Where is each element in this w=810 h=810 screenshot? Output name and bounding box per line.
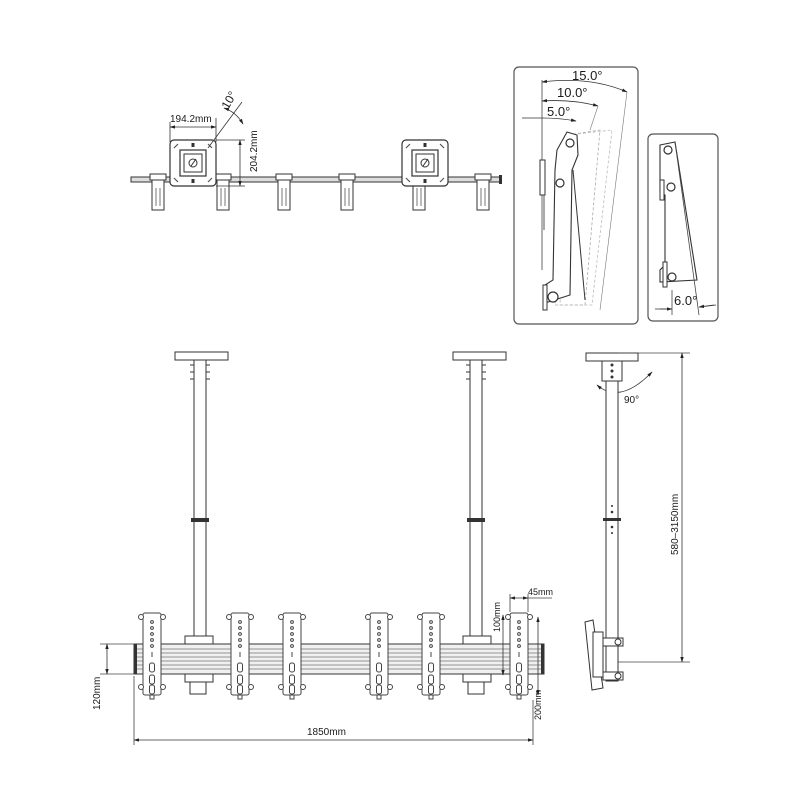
dim-drop-range: 580–3150mm [670, 494, 681, 555]
dim-adapter-offset: 100mm [492, 602, 502, 632]
dim-total-width: 1850mm [307, 727, 346, 738]
rotation-angle-label: 10° [218, 89, 239, 112]
dim-plate-width: 194.2mm [170, 114, 212, 125]
tilt-detail-panel: 15.0° 10.0° 5.0° [513, 66, 639, 325]
tilt-min-detail-panel: 6.0° [647, 133, 719, 322]
dim-adapter-height: 200mm [533, 690, 543, 720]
tilt-angle-5: 5.0° [547, 104, 570, 119]
tilt-min-angle: 6.0° [674, 293, 697, 308]
dim-adapter-width: 45mm [528, 587, 553, 597]
dim-bar-height: 120mm [92, 677, 103, 710]
tilt-angle-10: 10.0° [557, 85, 588, 100]
side-view: 90° 580–3150mm [584, 352, 690, 691]
rotation-90-label: 90° [624, 395, 639, 406]
front-view: 1850mm 120mm 100mm 45mm 200mm [92, 351, 553, 745]
dim-plate-height: 204.2mm [249, 130, 260, 172]
tilt-angle-15: 15.0° [572, 68, 603, 83]
top-view: 194.2mm 204.2mm 10° [130, 89, 502, 211]
